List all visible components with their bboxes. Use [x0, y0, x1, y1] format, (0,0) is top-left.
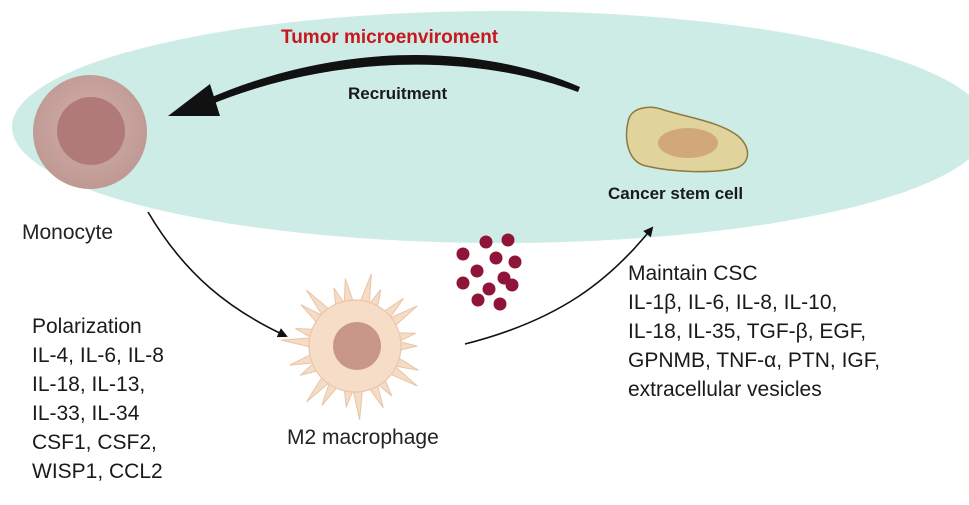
polarization-item: IL-4, IL-6, IL-8 — [32, 344, 164, 367]
maintain-item: IL-1β, IL-6, IL-8, IL-10, — [628, 291, 838, 314]
polarization-heading: Polarization — [32, 315, 142, 338]
polarization-arrow — [147, 211, 288, 338]
maintain-csc-list: Maintain CSC IL-1β, IL-6, IL-8, IL-10, I… — [628, 259, 880, 404]
m2-macrophage-label: M2 macrophage — [287, 426, 439, 449]
vesicle — [482, 282, 496, 296]
polarization-item: CSF1, CSF2, — [32, 431, 157, 454]
polarization-item: IL-33, IL-34 — [32, 402, 140, 425]
vesicle — [456, 276, 470, 290]
polarization-item: WISP1, CCL2 — [32, 460, 163, 483]
m2-macrophage-cell — [281, 273, 419, 420]
maintain-item: extracellular vesicles — [628, 378, 822, 401]
vesicle — [508, 255, 522, 269]
vesicle — [470, 264, 484, 278]
polarization-list: Polarization IL-4, IL-6, IL-8 IL-18, IL-… — [32, 312, 164, 486]
vesicle — [479, 235, 493, 249]
vesicle — [456, 247, 470, 261]
vesicle — [489, 251, 503, 265]
vesicle — [505, 278, 519, 292]
vesicle-cluster — [456, 233, 522, 311]
recruitment-arrow — [168, 54, 580, 116]
tumor-microenvironment-area — [12, 11, 969, 243]
cancer-stem-cell-label: Cancer stem cell — [608, 184, 744, 203]
vesicle — [493, 297, 507, 311]
cancer-stem-cell — [625, 106, 749, 173]
maintain-heading: Maintain CSC — [628, 262, 758, 285]
maintain-item: GPNMB, TNF-α, PTN, IGF, — [628, 349, 881, 372]
maintain-item: IL-18, IL-35, TGF-β, EGF, — [628, 320, 867, 343]
vesicle — [471, 293, 485, 307]
vesicle — [501, 233, 515, 247]
monocyte-cell — [33, 75, 147, 189]
diagram-title: Tumor microenviroment — [281, 27, 499, 48]
polarization-item: IL-18, IL-13, — [32, 373, 146, 396]
recruitment-label: Recruitment — [348, 84, 448, 103]
monocyte-label: Monocyte — [22, 221, 114, 244]
maintain-arrow — [464, 226, 654, 345]
